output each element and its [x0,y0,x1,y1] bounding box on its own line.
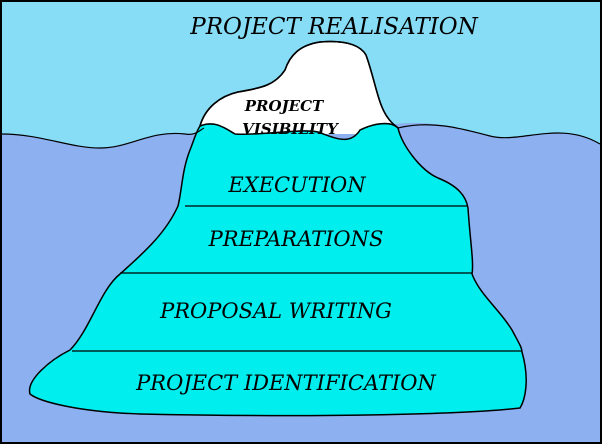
tip-label-line2: VISIBILITY [242,120,339,138]
waterline-right [397,124,601,145]
title-label: PROJECT REALISATION [189,14,478,40]
level-label-project-identification: PROJECT IDENTIFICATION [135,371,436,395]
level-label-execution: EXECUTION [227,173,366,197]
level-label-proposal-writing: PROPOSAL WRITING [159,299,392,323]
tip-label-line1: PROJECT [244,97,325,115]
waterline-left [1,127,205,149]
level-label-preparations: PREPARATIONS [208,227,384,251]
iceberg-tip-outline [199,40,399,129]
